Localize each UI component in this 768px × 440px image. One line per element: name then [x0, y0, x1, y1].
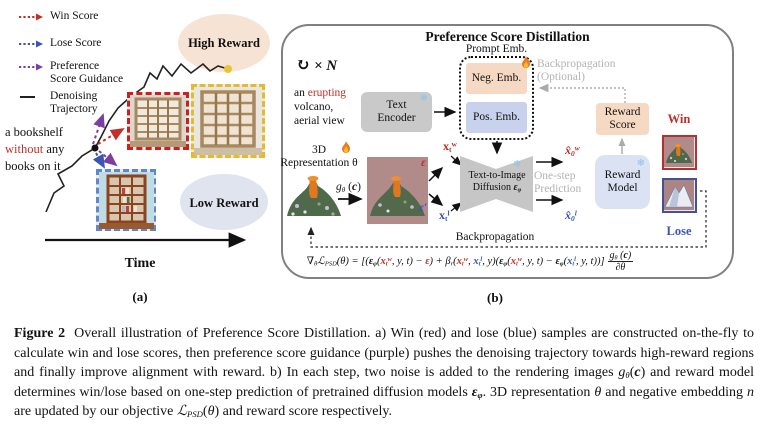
panel-b-title: Preference Score Distillation: [425, 29, 590, 44]
xhat-0-l-label: x̂0l: [565, 208, 577, 223]
prompt-text-a: a bookshelf without any books on it: [5, 125, 65, 173]
diffusion-model-label: Text-to-Image Diffusion εφ: [468, 170, 526, 194]
win-score-arrow-icon: [19, 13, 43, 21]
formula-fraction: gθ (c) ∂θ: [607, 249, 634, 273]
noise-w-arrow: [428, 166, 444, 182]
preference-guidance-arrow-icon: [19, 63, 43, 71]
frozen-icon: ❄: [513, 159, 522, 170]
xhat-0-w-label: x̂0w: [565, 143, 580, 158]
pos-emb-box: Pos. Emb.: [466, 102, 527, 133]
frozen-icon: ❄: [419, 93, 428, 104]
figure-number: Figure 2: [14, 326, 66, 341]
win-volcano-art: [664, 137, 694, 167]
reward-model-box: Reward Model ❄: [595, 155, 650, 209]
prompt-emb-label: Prompt Emb.: [465, 43, 528, 55]
empty-bookshelf-art: [130, 95, 186, 147]
panel-b-border: [281, 24, 734, 279]
noise-l-arrow: [428, 193, 444, 206]
formula-body: ∇θℒPSD(θ) = [(εφ(xtw, y, t) − ε) + βr(xt…: [306, 255, 605, 268]
backprop-label: Backpropagation: [455, 231, 535, 243]
volcano-3d-representation: [287, 176, 341, 216]
lose-sample-image: [96, 169, 156, 231]
epsilon-l-label: ε′: [419, 200, 428, 214]
trajectory-line-icon: [20, 96, 35, 98]
lose-score-arrow: [92, 152, 105, 169]
lose-score-arrow-icon: [19, 40, 43, 48]
current-state-dot: [91, 144, 99, 152]
bookshelf-with-books-art: [99, 172, 154, 229]
high-reward-region: [178, 14, 270, 72]
backprop-optional-label: Backpropagation (Optional): [537, 58, 616, 83]
loop-n-times: ↻ × N: [296, 55, 338, 74]
preference-guidance-arrow-up: [92, 113, 105, 145]
prompt-emb-box: [459, 56, 534, 140]
high-reward-sample-image: [191, 84, 265, 158]
neg-emb-box: Neg. Emb.: [466, 56, 530, 94]
low-reward-region: [180, 174, 268, 230]
lose-mountain-art: [664, 180, 694, 210]
epsilon-w-label: ε: [421, 155, 426, 169]
diagram-connectors: [45, 14, 707, 248]
legend-win-score: Win Score: [18, 10, 98, 23]
backprop-loop-line: [307, 190, 707, 248]
rendered-volcano-image: [367, 157, 428, 224]
trajectory-end-dot: [224, 65, 232, 73]
fire-icon: [521, 56, 531, 69]
lose-image: [662, 178, 697, 213]
reward-score-box: Reward Score: [596, 103, 649, 135]
xtl-to-diffusion-arrow: [450, 202, 462, 212]
one-step-prediction-label: One-step Prediction: [534, 170, 582, 195]
caption-text: Overall illustration of Preference Score…: [14, 326, 754, 420]
win-label: Win: [667, 112, 691, 126]
x-t-l-label: xtl: [439, 208, 450, 223]
high-reward-label: High Reward: [188, 36, 260, 50]
panel-a-tag: (a): [132, 289, 148, 304]
loop-icon: ↻: [296, 55, 311, 74]
x-t-w-label: xtw: [443, 139, 457, 154]
lose-label: Lose: [666, 224, 692, 238]
prompt-text-b: an erupting volcano, aerial view: [294, 87, 347, 127]
g-theta-label: gθ (c): [336, 181, 361, 194]
panel-b-tag: (b): [487, 290, 503, 305]
low-reward-label: Low Reward: [189, 196, 259, 210]
psd-loss-formula: ∇θℒPSD(θ) = [(εφ(xtw, y, t) − ε) + βr(xt…: [294, 248, 646, 274]
empty-bookshelf-art-large: [194, 87, 262, 155]
repr-3d-label: 3D Representation θ: [279, 141, 359, 170]
win-sample-image: [127, 92, 189, 150]
legend-label: Lose Score: [50, 37, 102, 49]
frozen-icon: ❄: [636, 158, 645, 169]
legend-label: Win Score: [50, 10, 99, 22]
win-image: [662, 135, 697, 170]
preference-guidance-arrow-down: [98, 150, 118, 167]
xtw-to-diffusion-arrow: [450, 155, 462, 166]
legend-lose-score: Lose Score: [18, 37, 101, 50]
time-label: Time: [124, 256, 156, 271]
fire-icon: [341, 141, 351, 154]
diffusion-model-shape: [460, 156, 533, 212]
text-encoder-box: Text Encoder ❄: [361, 92, 432, 132]
win-score-arrow: [97, 127, 125, 145]
backprop-optional-line: [538, 83, 626, 103]
